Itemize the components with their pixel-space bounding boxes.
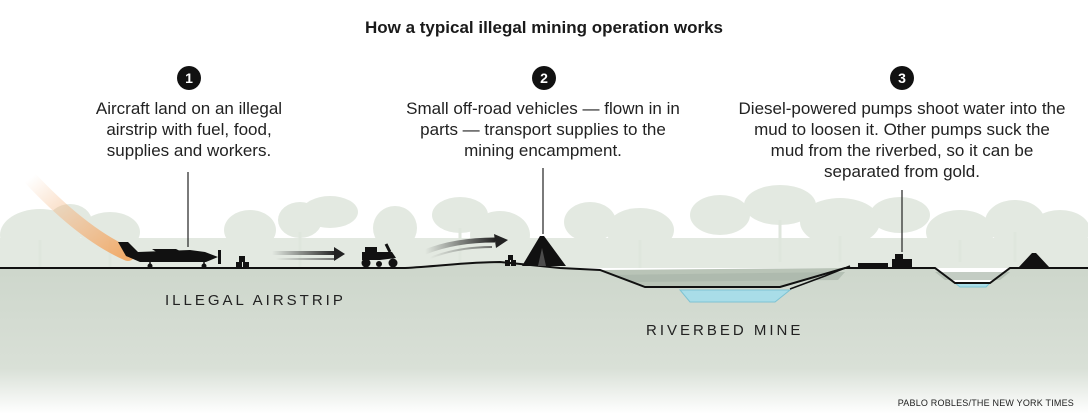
leader-lines bbox=[187, 168, 903, 252]
step-2-badge: 2 bbox=[532, 66, 556, 90]
page-title: How a typical illegal mining operation w… bbox=[364, 18, 723, 37]
supply-crates-icon bbox=[236, 256, 249, 268]
motion-arrow-icon bbox=[272, 247, 345, 261]
step-3-text: Diesel-powered pumps shoot water into th… bbox=[738, 99, 1066, 181]
atv-vehicle-icon bbox=[361, 243, 398, 268]
ground-surface-line bbox=[0, 260, 1088, 288]
step-1-text: Aircraft land on an illegal airstrip wit… bbox=[95, 99, 283, 160]
airstrip-label: ILLEGAL AIRSTRIP bbox=[165, 292, 346, 309]
pond-mud-band bbox=[935, 272, 1010, 280]
step-3-badge: 3 bbox=[890, 66, 914, 90]
ground bbox=[0, 262, 1088, 414]
forest-trunks bbox=[38, 220, 1017, 268]
step-1-badge: 1 bbox=[177, 66, 201, 90]
step-2-text: Small off-road vehicles — flown in in pa… bbox=[406, 99, 680, 160]
pit-slope-line bbox=[789, 265, 851, 290]
river-water bbox=[678, 289, 792, 303]
landing-trail bbox=[23, 171, 135, 261]
mine-mud-band bbox=[610, 272, 845, 282]
small-tent-icon bbox=[1018, 253, 1050, 268]
tent-icon bbox=[522, 236, 566, 266]
photo-credit: PABLO ROBLES/THE NEW YORK TIMES bbox=[897, 398, 1074, 408]
camp-crates-icon bbox=[505, 255, 516, 266]
airplane-icon bbox=[118, 242, 221, 269]
mine-label: RIVERBED MINE bbox=[646, 322, 804, 339]
motion-arrow-curved-icon bbox=[424, 234, 508, 259]
diesel-pump-icon bbox=[858, 254, 912, 267]
